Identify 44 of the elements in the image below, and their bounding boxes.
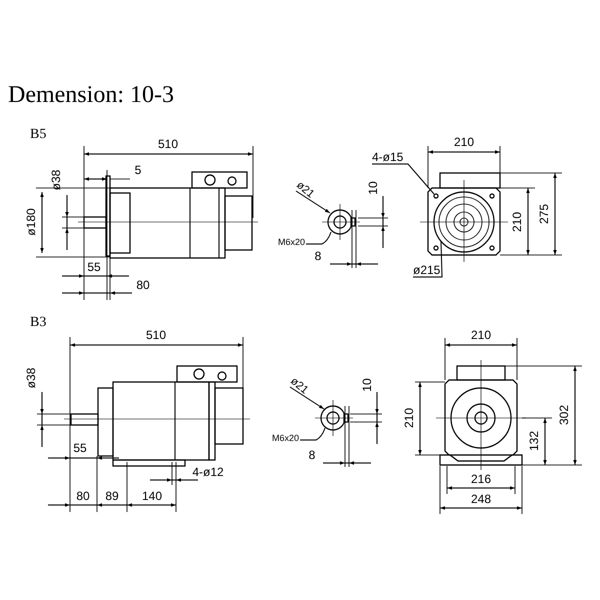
leader-line (306, 232, 332, 244)
dimension-value: 210 (470, 328, 492, 342)
leader-line (296, 190, 330, 214)
shaft-end-drawing (314, 400, 354, 436)
dimension-value: 216 (470, 472, 492, 486)
dimension-value: ø38 (49, 170, 63, 190)
dimension-value: 10 (360, 378, 374, 392)
dimension-value: 5 (134, 163, 142, 177)
dimension-value: 248 (470, 492, 492, 506)
dimension-value: 89 (105, 489, 119, 503)
callout-text: ø21 (288, 375, 310, 396)
dimension-value: 55 (73, 441, 87, 455)
dimension-value: 302 (557, 404, 571, 426)
dimension-value: 80 (136, 278, 150, 292)
flange-end-view-drawing (420, 172, 508, 262)
dimension-value: ø180 (24, 208, 38, 236)
dimension-value: 510 (146, 328, 166, 342)
leader-line (372, 164, 434, 194)
dimension-value: 8 (308, 448, 316, 462)
dimension-value: 140 (142, 489, 162, 503)
dimension-value: 10 (366, 181, 380, 195)
shaft-end-drawing (322, 204, 360, 240)
callout-text: M6x20 (278, 237, 306, 247)
dimension-value: 210 (454, 135, 474, 149)
callout-text: ø215 (413, 263, 440, 277)
callout-text: M6x20 (272, 433, 300, 443)
title: Demension: 10-3 (8, 82, 174, 108)
leader-line (412, 240, 443, 278)
leader-line (300, 428, 326, 440)
dimension-value: 80 (76, 489, 90, 503)
dimension-value: 132 (527, 430, 541, 452)
callout-text: ø21 (294, 179, 316, 200)
dimension-value: 210 (510, 212, 524, 232)
view-label: B3 (30, 315, 46, 330)
dimension-value: 210 (402, 408, 416, 428)
dimension-value: 8 (314, 249, 322, 263)
view-label: B5 (30, 127, 46, 142)
leader-line (290, 386, 324, 410)
dimension-value: ø38 (24, 368, 38, 388)
dimension-value: 55 (87, 260, 101, 274)
dimension-value: 275 (537, 204, 551, 224)
callout-text: 4-ø15 (372, 150, 404, 164)
dimension-value: 510 (158, 137, 178, 151)
dimension-value: 4-ø12 (192, 465, 224, 479)
